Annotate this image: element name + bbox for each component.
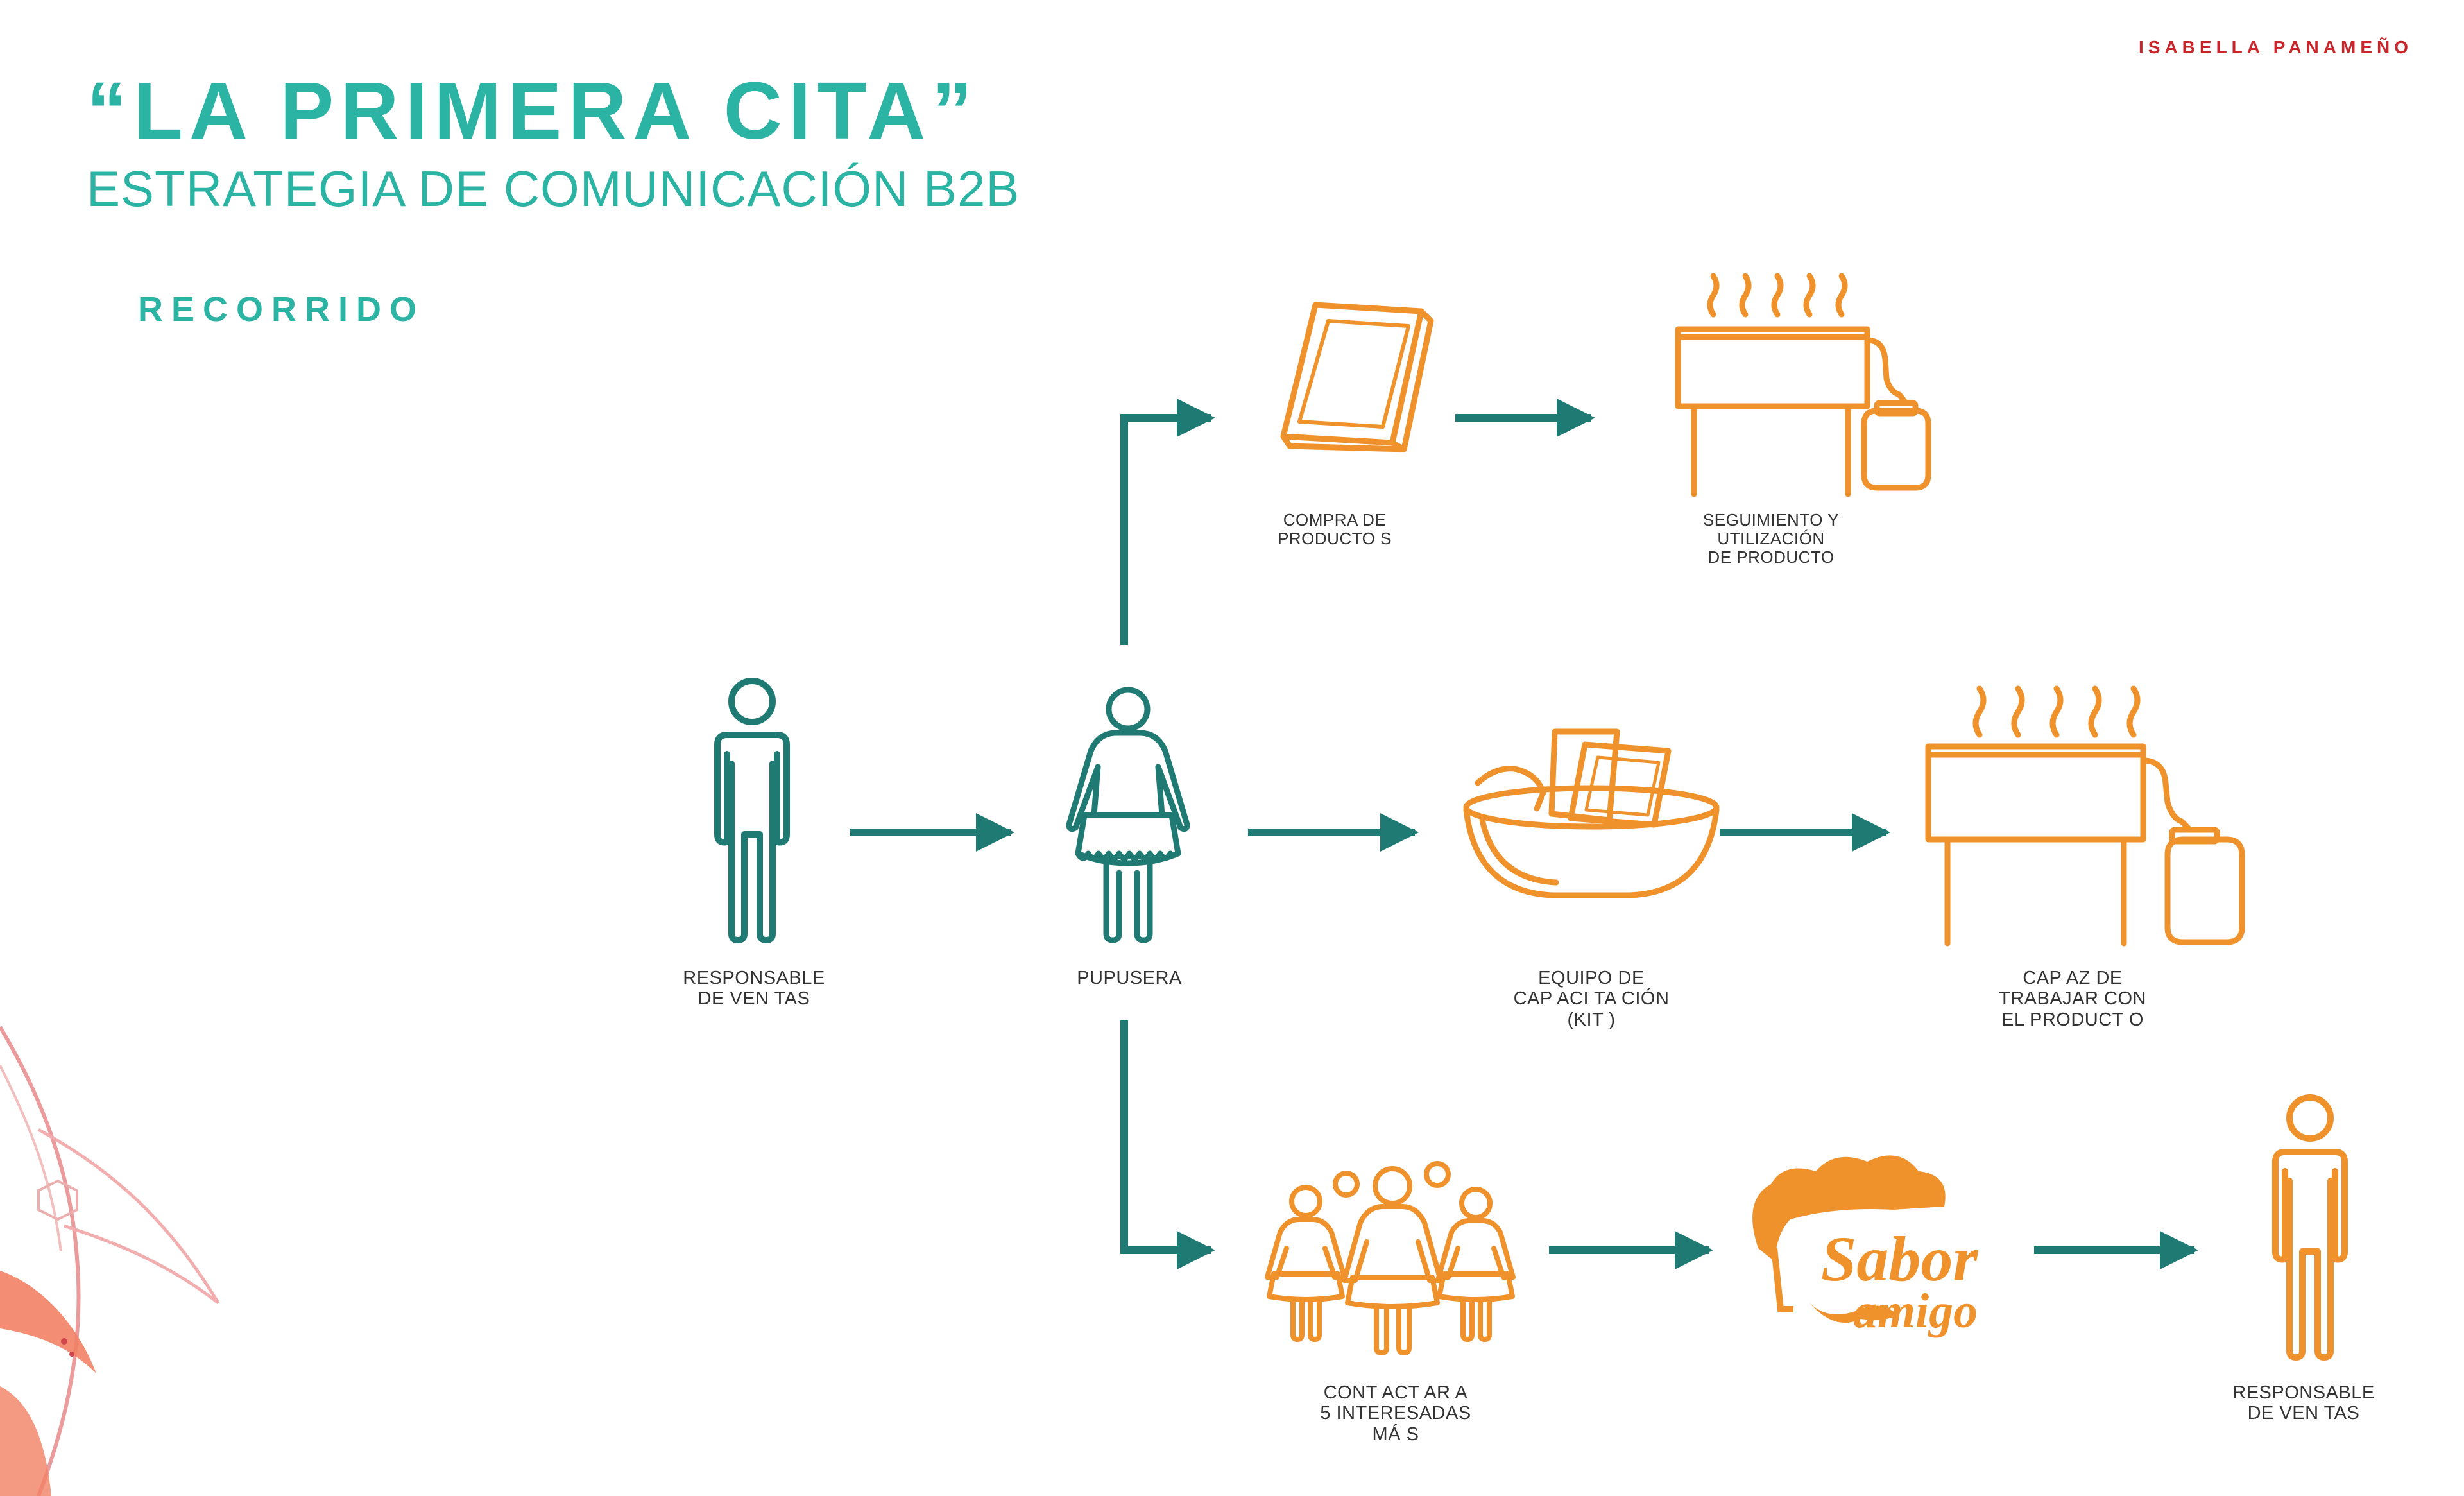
connectors <box>850 418 2194 1250</box>
label-compra: COMPRA DE PRODUCTO S <box>1254 511 1415 548</box>
griddle-icon <box>1678 276 1928 494</box>
arrow-pupusera-to-compra <box>1124 418 1211 645</box>
product-bag-icon <box>1283 305 1431 449</box>
label-contactar: CONT ACT AR A 5 INTERESADAS MÁ S <box>1293 1382 1498 1445</box>
basket-kit-icon <box>1466 732 1716 895</box>
bird-illustration-icon <box>0 1027 218 1496</box>
label-kit: EQUIPO DE CAP ACI TA CIÓN (KIT ) <box>1482 968 1700 1030</box>
label-pupusera: PUPUSERA <box>1052 968 1206 988</box>
man-icon <box>717 681 787 940</box>
group-women-icon <box>1267 1164 1513 1353</box>
label-seguimiento: SEGUIMIENTO Y UTILIZACIÓN DE PRODUCTO <box>1675 511 1867 567</box>
logo-text-amigo: amigo <box>1853 1284 1978 1338</box>
label-responsable-2: RESPONSABLE DE VEN TAS <box>2207 1382 2400 1424</box>
woman-apron-icon <box>1069 690 1187 940</box>
label-responsable: RESPONSABLE DE VEN TAS <box>667 968 841 1010</box>
griddle-icon <box>1928 689 2242 943</box>
arrow-pupusera-to-contactar <box>1124 1020 1211 1250</box>
man-icon <box>2275 1097 2345 1357</box>
label-capaz: CAP AZ DE TRABAJAR CON EL PRODUCT O <box>1964 968 2182 1030</box>
